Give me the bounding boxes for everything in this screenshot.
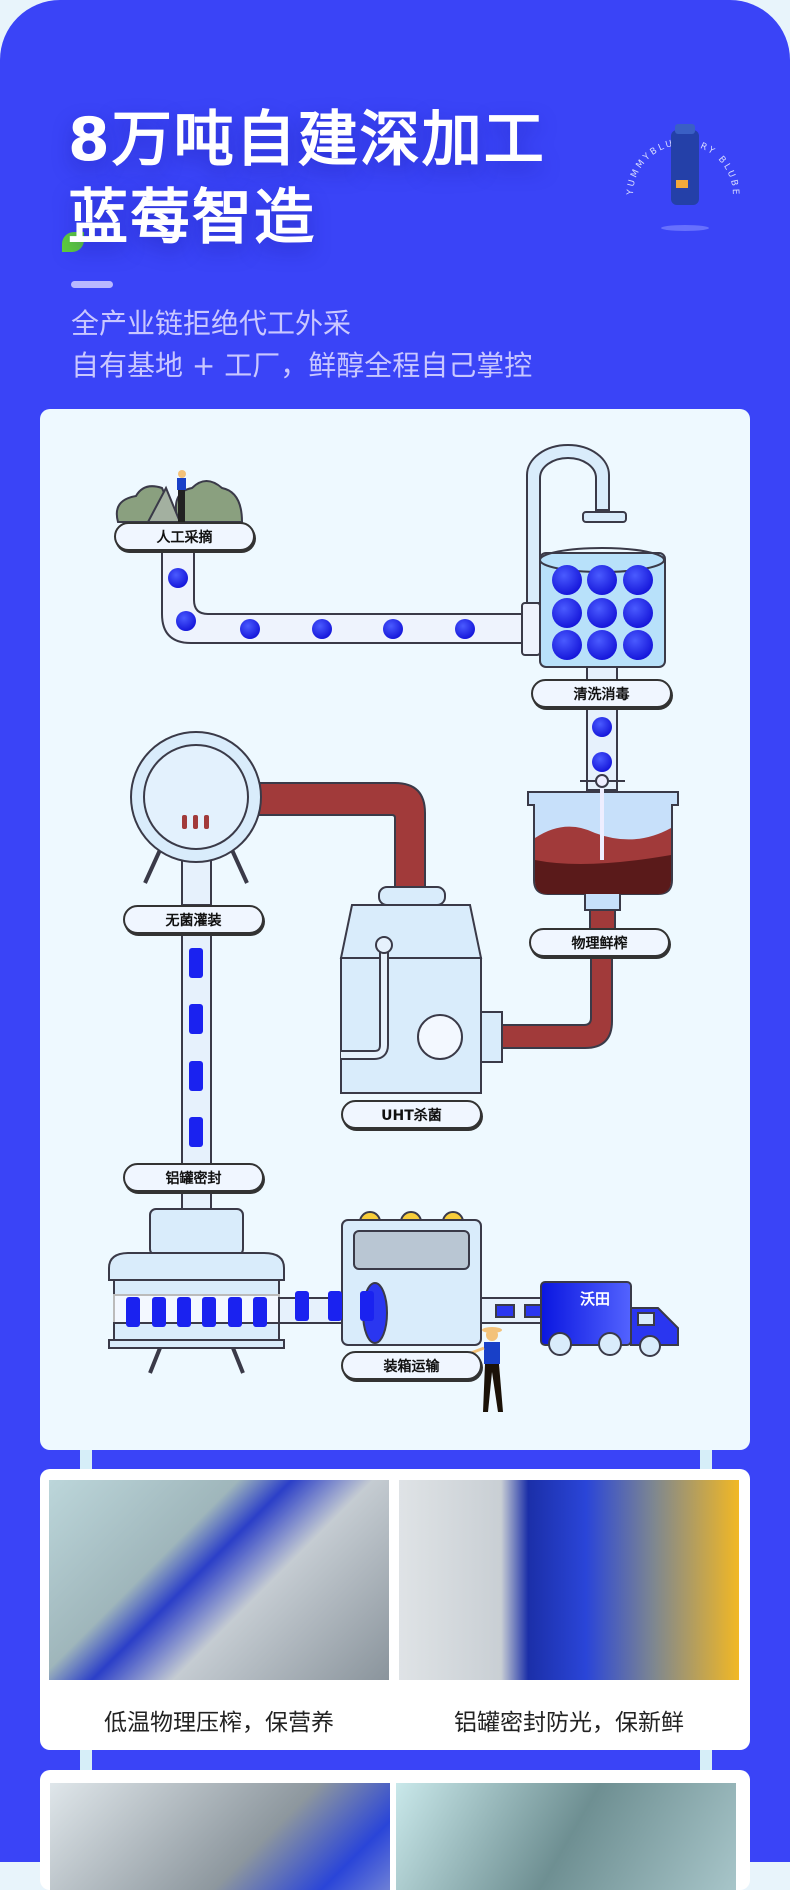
can-icon — [189, 1061, 203, 1091]
blueberry-icon — [623, 565, 653, 595]
step-filling: 无菌灌装 — [123, 905, 264, 934]
faucet-icon — [526, 444, 610, 604]
step-harvest: 人工采摘 — [114, 522, 255, 551]
subtitle-line1: 全产业链拒绝代工外采 — [71, 307, 352, 340]
step-uht: UHT杀菌 — [341, 1100, 482, 1129]
can-icon — [202, 1297, 216, 1327]
caption: 低温物理压榨，保营养 — [104, 1710, 334, 1736]
truck-icon — [540, 1281, 679, 1357]
page-title: 8万吨自建深加工 — [68, 105, 546, 175]
photo-card — [40, 1770, 750, 1890]
shower-head-icon — [582, 511, 627, 523]
worker-icon — [465, 1327, 503, 1412]
step-sealing: 铝罐密封 — [123, 1163, 264, 1192]
blueberry-icon — [552, 565, 582, 595]
leaf-icon — [62, 232, 84, 252]
blueberry-icon — [455, 619, 475, 639]
can-icon — [360, 1291, 374, 1321]
can-icon — [189, 1004, 203, 1034]
blueberry-icon — [587, 565, 617, 595]
uht-machine — [340, 957, 482, 1094]
caption: 铝罐密封防光，保新鲜 — [454, 1710, 684, 1736]
photo-press-machine — [49, 1480, 389, 1680]
blueberry-icon — [240, 619, 260, 639]
juice-pipe — [258, 782, 426, 888]
blueberry-icon — [623, 630, 653, 660]
photo-card: 低温物理压榨，保营养 铝罐密封防光，保新鲜 — [40, 1469, 750, 1750]
photo-sterilizer — [396, 1783, 736, 1890]
can-icon — [189, 1117, 203, 1147]
can-icon — [177, 1297, 191, 1327]
blueberry-icon — [623, 598, 653, 628]
blueberry-icon — [552, 630, 582, 660]
can-icon — [328, 1291, 342, 1321]
berries — [168, 565, 653, 772]
photo-bottling-line — [50, 1783, 390, 1890]
blueberry-icon — [552, 598, 582, 628]
rail — [700, 1450, 712, 1469]
can-icon — [126, 1297, 140, 1327]
can-icon — [189, 948, 203, 978]
bottles — [126, 948, 374, 1327]
rail — [700, 1750, 712, 1770]
subtitle-line2: 自有基地 + 工厂，鲜醇全程自己掌控 — [71, 349, 533, 382]
farmer-icon — [177, 470, 186, 522]
can-icon — [253, 1297, 267, 1327]
blueberry-icon — [587, 598, 617, 628]
can-icon — [228, 1297, 242, 1327]
truck-label: 沃田 — [580, 1290, 610, 1308]
can-icon — [152, 1297, 166, 1327]
blueberry-icon — [168, 568, 188, 588]
blueberry-icon — [312, 619, 332, 639]
blueberry-icon — [592, 717, 612, 737]
sealing-machine — [108, 1252, 285, 1281]
blueberry-icon — [592, 752, 612, 772]
process-diagram: 沃田 — [108, 444, 679, 1412]
page-title-line2: 蓝莓智造 — [68, 183, 316, 253]
step-press: 物理鲜榨 — [529, 928, 670, 957]
rail — [80, 1450, 92, 1469]
step-wash: 清洗消毒 — [531, 679, 672, 708]
step-shipping: 装箱运输 — [341, 1351, 482, 1380]
blueberry-icon — [176, 611, 196, 631]
title-divider — [71, 281, 113, 288]
can-icon — [295, 1291, 309, 1321]
photo-can-line — [399, 1480, 739, 1680]
product-badge: YUMMYBLUBEERY BLUBEERY — [615, 110, 738, 231]
bush-icon — [115, 480, 244, 523]
rail — [80, 1750, 92, 1770]
blueberry-icon — [587, 630, 617, 660]
blueberry-icon — [383, 619, 403, 639]
